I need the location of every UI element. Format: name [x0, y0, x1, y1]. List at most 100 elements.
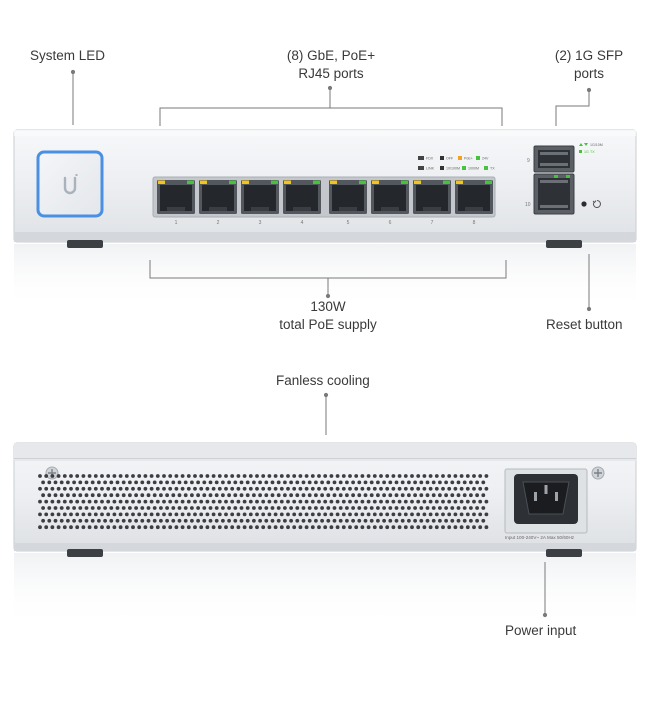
- vent-hole: [239, 506, 244, 510]
- vent-hole: [149, 525, 154, 530]
- vent-hole: [155, 512, 160, 517]
- vent-hole: [38, 486, 42, 491]
- vent-hole: [267, 486, 272, 491]
- vent-hole: [224, 525, 228, 530]
- reset-button[interactable]: [581, 200, 601, 208]
- vent-hole: [227, 480, 232, 485]
- vent-hole: [217, 525, 222, 530]
- vent-hole: [205, 499, 210, 504]
- vent-hole: [428, 486, 433, 491]
- vent-hole: [360, 499, 365, 504]
- vent-hole: [298, 474, 303, 478]
- vent-hole: [317, 512, 321, 517]
- sfp-ports-label-line2: ports: [573, 66, 604, 81]
- vent-hole: [438, 493, 442, 498]
- vent-hole: [419, 506, 424, 510]
- vent-hole: [481, 480, 486, 485]
- rj45-port[interactable]: [199, 180, 237, 214]
- vent-hole: [273, 474, 278, 478]
- vent-hole: [279, 474, 284, 478]
- vent-hole: [233, 506, 238, 510]
- vent-hole: [410, 499, 414, 504]
- vent-hole: [134, 480, 139, 485]
- vent-hole: [388, 518, 393, 523]
- vent-hole: [459, 474, 464, 478]
- vent-hole: [152, 506, 157, 510]
- vent-hole: [326, 493, 331, 498]
- vent-hole: [307, 518, 312, 523]
- vent-hole: [298, 499, 303, 504]
- vent-hole: [93, 486, 98, 491]
- rj45-port[interactable]: [283, 180, 321, 214]
- vent-hole: [50, 525, 55, 530]
- vent-hole: [360, 512, 365, 517]
- gbe-poe-ports-label: (8) GbE, PoE+ RJ45 ports: [272, 47, 390, 83]
- vent-hole: [168, 499, 173, 504]
- vent-hole: [261, 474, 266, 478]
- vent-hole: [112, 474, 117, 478]
- vent-hole: [453, 499, 458, 504]
- vent-hole: [407, 506, 411, 510]
- vent-hole: [332, 518, 337, 523]
- vent-hole: [224, 474, 228, 478]
- rj45-port[interactable]: [455, 180, 493, 214]
- vent-hole: [140, 506, 145, 510]
- svg-text:OFF: OFF: [446, 157, 454, 161]
- vent-hole: [159, 480, 163, 485]
- vent-hole: [38, 512, 42, 517]
- rj45-port[interactable]: [371, 180, 409, 214]
- vent-hole: [255, 486, 259, 491]
- vent-hole: [286, 512, 290, 517]
- vent-hole: [478, 486, 483, 491]
- power-input-label: Power input: [505, 623, 577, 638]
- vent-hole: [227, 493, 232, 498]
- poe-supply-label: 130W total PoE supply: [268, 298, 388, 334]
- vent-hole: [372, 512, 377, 517]
- vent-hole: [323, 512, 328, 517]
- vent-hole: [366, 474, 371, 478]
- rj45-port[interactable]: [413, 180, 451, 214]
- vent-hole: [121, 480, 126, 485]
- port-led: [313, 180, 320, 184]
- vent-hole: [391, 486, 396, 491]
- vent-hole: [53, 506, 58, 510]
- vent-hole: [211, 499, 216, 504]
- vent-hole: [239, 518, 244, 523]
- vent-hole: [59, 518, 64, 523]
- vent-hole: [357, 518, 362, 523]
- port-led: [414, 180, 421, 184]
- vent-hole: [450, 506, 455, 510]
- vent-hole: [124, 486, 129, 491]
- vent-hole: [307, 480, 312, 485]
- vent-hole: [428, 474, 433, 478]
- vent-hole: [38, 474, 42, 478]
- vent-hole: [447, 486, 452, 491]
- vent-hole: [44, 474, 49, 478]
- vent-hole: [202, 480, 207, 485]
- vent-hole: [118, 499, 123, 504]
- vent-hole: [310, 499, 315, 504]
- vent-hole: [372, 499, 377, 504]
- vent-hole: [301, 493, 306, 498]
- vent-hole: [143, 525, 148, 530]
- vent-hole: [245, 493, 250, 498]
- vent-hole: [456, 506, 461, 510]
- vent-hole: [462, 518, 467, 523]
- port-led: [401, 180, 408, 184]
- vent-hole: [366, 486, 371, 491]
- vent-hole: [121, 493, 126, 498]
- vent-hole: [410, 525, 414, 530]
- vent-hole: [93, 525, 98, 530]
- vent-hole: [376, 518, 380, 523]
- rj45-port[interactable]: [157, 180, 195, 214]
- vent-hole: [326, 506, 331, 510]
- vent-hole: [202, 493, 207, 498]
- vent-hole: [224, 486, 228, 491]
- vent-hole: [366, 499, 371, 504]
- rj45-port[interactable]: [329, 180, 367, 214]
- ventilation-grille: [38, 474, 489, 530]
- vent-hole: [90, 518, 95, 523]
- vent-hole: [317, 486, 321, 491]
- rj45-port[interactable]: [241, 180, 279, 214]
- vent-hole: [459, 486, 464, 491]
